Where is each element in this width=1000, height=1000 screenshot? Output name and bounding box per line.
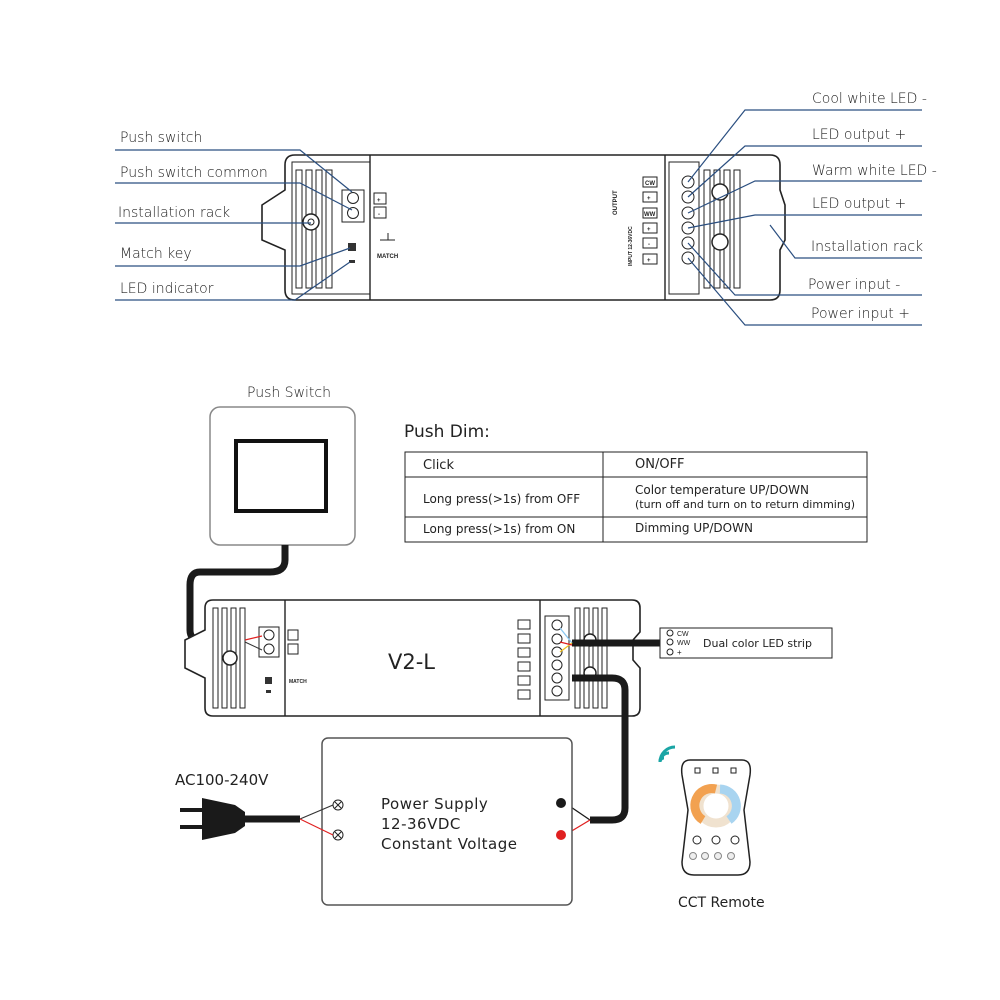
text-label: Cool white LED -: [812, 91, 927, 107]
top-controller: + - MATCH CW + WW + - + OUTPUT INPUT 12-…: [261, 154, 786, 301]
text-label: CW: [645, 181, 655, 187]
left-callouts: Push switch Push switch common Installat…: [115, 130, 353, 301]
led-strip: CW WW + Dual color LED strip: [659, 627, 833, 659]
text-label: MATCH: [289, 679, 307, 685]
text-label: LED output +: [812, 196, 906, 212]
text-label: +: [647, 227, 651, 233]
text-label: WW: [677, 640, 691, 647]
text-label: Dimming UP/DOWN: [635, 521, 753, 535]
text-label: (turn off and turn on to return dimming): [635, 498, 855, 511]
match-key[interactable]: [348, 243, 356, 251]
text-label: Push Dim:: [404, 422, 490, 442]
text-label: Push switch: [120, 130, 202, 146]
power-supply: Power Supply 12-36VDC Constant Voltage: [321, 737, 573, 906]
text-label: AC100-240V: [175, 771, 269, 789]
push-dim-table: Click ON/OFF Long press(>1s) from OFF Co…: [404, 451, 868, 543]
text-label: Constant Voltage: [381, 835, 517, 853]
power-cable: [572, 674, 629, 824]
text-label: Match key: [120, 246, 192, 262]
right-callouts: Cool white LED - LED output + Warm white…: [687, 91, 937, 326]
text-label: -: [648, 242, 650, 248]
text-label: Installation rack: [118, 205, 230, 221]
text-label: CCT Remote: [678, 895, 765, 911]
text-label: Power input +: [811, 306, 910, 322]
text-label: Long press(>1s) from ON: [423, 522, 575, 536]
text-label: +: [677, 648, 682, 657]
text-label: LED indicator: [120, 281, 214, 297]
text-label: +: [377, 198, 381, 204]
model-label: V2-L: [388, 650, 435, 674]
text-label: Installation rack: [811, 239, 923, 255]
text-label: Warm white LED -: [812, 163, 937, 179]
text-label: OUTPUT: [613, 190, 619, 215]
text-label: ON/OFF: [635, 457, 685, 472]
push-switch[interactable]: [209, 406, 356, 546]
text-label: 12-36VDC: [381, 815, 461, 833]
text-label: LED output +: [812, 127, 906, 143]
controller-v2-l: MATCH V2-L: [184, 599, 641, 717]
text-label: -: [378, 212, 380, 218]
text-label: Click: [423, 458, 454, 473]
cct-remote: [680, 759, 752, 876]
text-label: Dual color LED strip: [703, 637, 812, 650]
text-label: MATCH: [377, 254, 398, 260]
text-label: Power Supply: [381, 795, 488, 813]
text-label: Push Switch: [247, 385, 331, 401]
input-label: INPUT 12-36VDC: [628, 226, 634, 266]
ac-plug-icon: [180, 798, 245, 840]
led-indicator: [349, 260, 355, 263]
text-label: Long press(>1s) from OFF: [423, 492, 580, 506]
wifi-icon: [658, 745, 676, 763]
text-label: Push switch common: [120, 165, 268, 181]
text-label: +: [647, 196, 651, 202]
text-label: +: [647, 258, 651, 264]
text-label: WW: [644, 212, 656, 218]
text-label: Color temperature UP/DOWN: [635, 483, 809, 497]
text-label: CW: [677, 631, 689, 638]
text-label: Power input -: [808, 277, 900, 293]
